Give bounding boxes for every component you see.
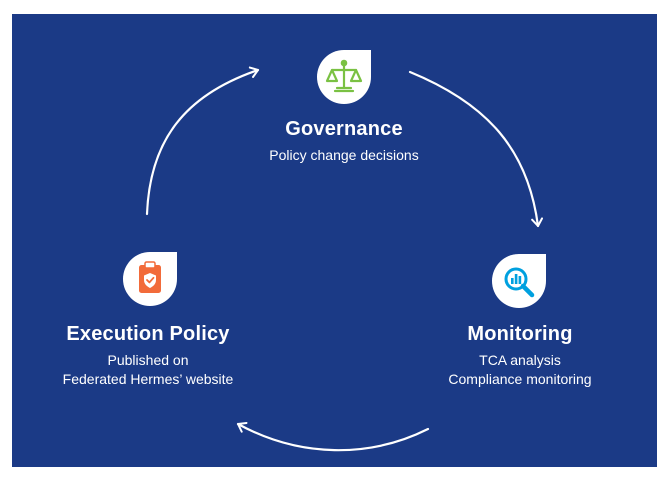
- arrow-execution-to-governance: [145, 66, 260, 216]
- governance-line: Policy change decisions: [269, 147, 419, 163]
- monitoring-subtitle: TCA analysis Compliance monitoring: [448, 351, 591, 389]
- execution-policy-line: Federated Hermes’ website: [62, 371, 234, 387]
- arrow-monitoring-to-execution: [236, 421, 430, 452]
- clipboard-shield-icon: [123, 252, 177, 306]
- monitoring-title: Monitoring: [467, 323, 573, 345]
- monitoring-icon-badge: [490, 252, 548, 310]
- monitoring-line: TCA analysis: [479, 352, 561, 368]
- magnifier-chart-icon: [492, 254, 546, 308]
- execution-policy-title: Execution Policy: [66, 323, 230, 345]
- execution-policy-icon-badge: [121, 250, 179, 308]
- governance-title: Governance: [285, 118, 403, 140]
- execution-policy-subtitle: Published on Federated Hermes’ website: [63, 351, 234, 389]
- execution-policy-line: Published on: [107, 352, 189, 368]
- scales-icon: [317, 50, 371, 104]
- monitoring-line: Compliance monitoring: [448, 371, 592, 387]
- arrow-governance-to-monitoring: [408, 70, 544, 228]
- governance-icon-badge: [315, 48, 373, 106]
- governance-subtitle: Policy change decisions: [269, 146, 418, 165]
